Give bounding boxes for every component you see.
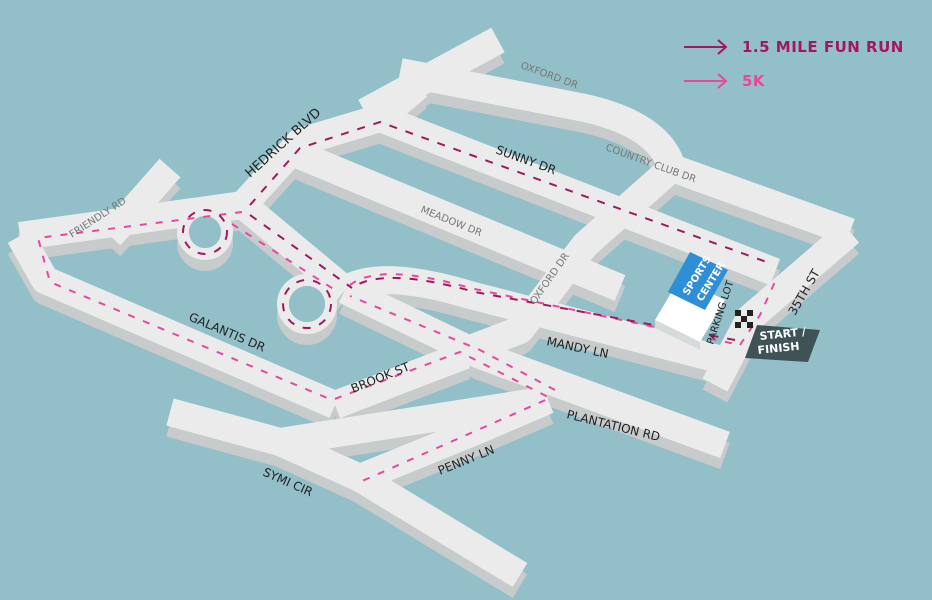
legend-five-k-label: 5K [742, 72, 766, 90]
arrow-right-icon [684, 73, 728, 89]
finish-label: FINISH [757, 340, 800, 357]
legend-fun-run-label: 1.5 MILE FUN RUN [742, 38, 904, 56]
start-finish-badge: START / FINISH [745, 325, 820, 362]
legend-five-k: 5K [682, 64, 904, 98]
finish-flag-icon [735, 310, 753, 328]
start-label: START / [759, 325, 807, 343]
arrow-right-icon [684, 39, 728, 55]
fun-run-route [182, 120, 773, 341]
legend-fun-run: 1.5 MILE FUN RUN [682, 30, 904, 64]
sports-center: SPORTS CENTER [655, 252, 728, 350]
five-k-route [36, 211, 779, 483]
legend: 1.5 MILE FUN RUN 5K [682, 30, 904, 98]
